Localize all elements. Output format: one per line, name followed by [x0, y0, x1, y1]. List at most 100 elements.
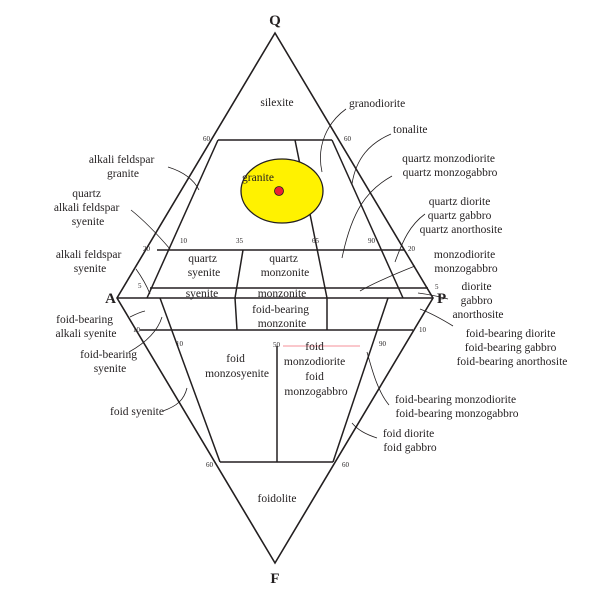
field-monzonite: monzonite: [258, 288, 307, 300]
tick-5-right: 5: [435, 283, 439, 291]
tick-20-left: 20: [143, 245, 151, 253]
label-foid-syenite-line-1: foid syenite: [110, 406, 164, 418]
field-foid-monzosyenite-line-2: monzosyenite: [205, 368, 269, 380]
tick-20-right: 20: [408, 245, 416, 253]
tick-35: 35: [236, 237, 244, 245]
tick-labels: 60 60 20 10 35 65 90 20 5 5 10 10 10 50 …: [133, 135, 439, 469]
diagram-outline: [116, 31, 434, 565]
label-granodiorite: granodiorite: [349, 98, 405, 110]
tick-50-lower: 50: [273, 341, 281, 349]
lower-divisions: [159, 297, 389, 463]
leader-quartz-alkali-feldspar-syenite: [130, 209, 171, 250]
sample-marker: [274, 186, 284, 196]
label-quartz-monzodiorite-line-2: quartz monzogabbro: [403, 167, 498, 179]
label-diorite-line-2: gabbro: [461, 295, 493, 307]
leader-tonalite: [351, 133, 392, 185]
label-foid-bearing-diorite: foid-bearing diorite foid-bearing gabbro…: [457, 328, 568, 368]
label-foid-bearing-syenite: foid-bearing syenite: [80, 349, 140, 375]
field-foid-monzodiorite-line-2: monzodiorite: [284, 356, 345, 368]
label-diorite-line-3: anorthosite: [452, 309, 503, 321]
apex-q: Q: [269, 13, 281, 29]
tick-65: 65: [312, 237, 320, 245]
leader-quartz-diorite: [394, 213, 426, 263]
horizontal-divisions: [117, 139, 433, 463]
label-foid-bearing-monzodiorite-line-2: foid-bearing monzogabbro: [396, 408, 519, 420]
label-quartz-diorite: quartz diorite quartz gabbro quartz anor…: [420, 196, 503, 236]
label-foid-bearing-diorite-line-2: foid-bearing gabbro: [465, 342, 557, 354]
leader-alkali-feldspar-syenite: [135, 268, 151, 295]
label-monzodiorite-line-2: monzogabbro: [434, 263, 497, 275]
line-35-upper: [234, 249, 244, 299]
field-foid-bearing-monzonite-line-2: monzonite: [258, 318, 307, 330]
line-10-lower: [159, 297, 221, 463]
label-granodiorite-line-1: granodiorite: [349, 98, 405, 110]
leader-foid-bearing-alkali-syenite: [129, 310, 146, 318]
label-monzodiorite-line-1: monzodiorite: [434, 249, 495, 261]
label-diorite: diorite gabbro anorthosite: [452, 281, 503, 321]
label-alkali-feldspar-syenite: alkali feldspar syenite: [56, 249, 124, 275]
field-quartz-syenite-line-1: quartz: [188, 253, 217, 265]
label-foid-bearing-alkali-syenite-line-2: alkali syenite: [56, 328, 117, 340]
tick-90: 90: [368, 237, 376, 245]
field-foid-monzodiorite-line-1: foid: [305, 341, 324, 353]
label-diorite-line-1: diorite: [462, 281, 492, 293]
label-quartz-diorite-line-1: quartz diorite: [429, 196, 491, 208]
label-foid-diorite-line-2: foid gabbro: [383, 442, 437, 454]
label-alkali-feldspar-syenite-line-2: syenite: [74, 263, 107, 275]
label-tonalite-line-1: tonalite: [393, 124, 428, 136]
tick-10-right: 10: [419, 326, 427, 334]
label-alkali-feldspar-granite-line-2: granite: [107, 168, 139, 180]
leader-monzodiorite: [359, 265, 416, 292]
tick-10-lower: 10: [176, 340, 184, 348]
leader-diorite: [417, 292, 449, 300]
apex-f: F: [270, 571, 279, 587]
field-foid-monzosyenite-line-1: foid: [226, 353, 245, 365]
field-foid-monzodiorite-monzogabbro: foid monzodiorite foid monzogabbro: [284, 341, 348, 398]
leader-granodiorite: [320, 108, 347, 173]
label-quartz-diorite-line-2: quartz gabbro: [428, 210, 492, 222]
field-foid-bearing-monzonite-line-1: foid-bearing: [252, 304, 309, 316]
label-foid-diorite: foid diorite foid gabbro: [383, 428, 437, 454]
label-quartz-alkali-feldspar-syenite-line-2: alkali feldspar: [54, 202, 120, 214]
field-labels: silexite granite quartz syenite quartz m…: [186, 97, 348, 505]
leader-quartz-monzodiorite: [341, 175, 393, 259]
leader-foid-diorite: [351, 422, 378, 439]
field-foid-monzosyenite: foid monzosyenite: [205, 353, 269, 380]
field-quartz-monzonite-line-1: quartz: [269, 253, 298, 265]
tick-60-lower-right: 60: [342, 461, 350, 469]
line-90-lower: [332, 297, 389, 463]
label-foid-bearing-monzodiorite-line-1: foid-bearing monzodiorite: [395, 394, 516, 406]
label-quartz-alkali-feldspar-syenite-line-1: quartz: [72, 188, 101, 200]
field-quartz-syenite-line-2: syenite: [188, 267, 221, 279]
leader-foid-bearing-monzodiorite: [366, 351, 390, 406]
label-quartz-monzodiorite-line-1: quartz monzodiorite: [402, 153, 495, 165]
field-foidolite: foidolite: [258, 493, 297, 505]
label-foid-bearing-alkali-syenite: foid-bearing alkali syenite: [56, 314, 117, 340]
label-alkali-feldspar-granite: alkali feldspar granite: [89, 154, 157, 180]
leader-alkali-feldspar-granite: [167, 166, 200, 191]
callout-labels: granodiorite tonalite alkali feldspar gr…: [54, 98, 568, 454]
label-quartz-monzodiorite: quartz monzodiorite quartz monzogabbro: [402, 153, 498, 179]
leader-foid-syenite: [162, 387, 188, 412]
label-monzodiorite: monzodiorite monzogabbro: [434, 249, 498, 275]
tick-60-lower-left: 60: [206, 461, 214, 469]
leader-foid-bearing-diorite: [419, 308, 454, 327]
label-tonalite: tonalite: [393, 124, 428, 136]
label-quartz-alkali-feldspar-syenite: quartz alkali feldspar syenite: [54, 188, 122, 228]
tick-60-upper-right: 60: [344, 135, 352, 143]
line-90-upper: [331, 139, 404, 299]
apex-p: P: [437, 291, 446, 307]
tick-5-left: 5: [138, 282, 142, 290]
label-foid-bearing-syenite-line-1: foid-bearing: [80, 349, 137, 361]
tick-10: 10: [180, 237, 188, 245]
field-foid-monzodiorite-line-4: monzogabbro: [284, 386, 347, 398]
leader-lines: [128, 108, 454, 439]
label-foid-bearing-diorite-line-3: foid-bearing anorthosite: [457, 356, 568, 368]
label-quartz-alkali-feldspar-syenite-line-3: syenite: [72, 216, 105, 228]
field-quartz-monzonite: quartz monzonite: [261, 253, 310, 279]
label-foid-bearing-alkali-syenite-line-1: foid-bearing: [56, 314, 113, 326]
label-alkali-feldspar-granite-line-1: alkali feldspar: [89, 154, 155, 166]
label-quartz-diorite-line-3: quartz anorthosite: [420, 224, 503, 236]
label-foid-bearing-diorite-line-1: foid-bearing diorite: [466, 328, 556, 340]
